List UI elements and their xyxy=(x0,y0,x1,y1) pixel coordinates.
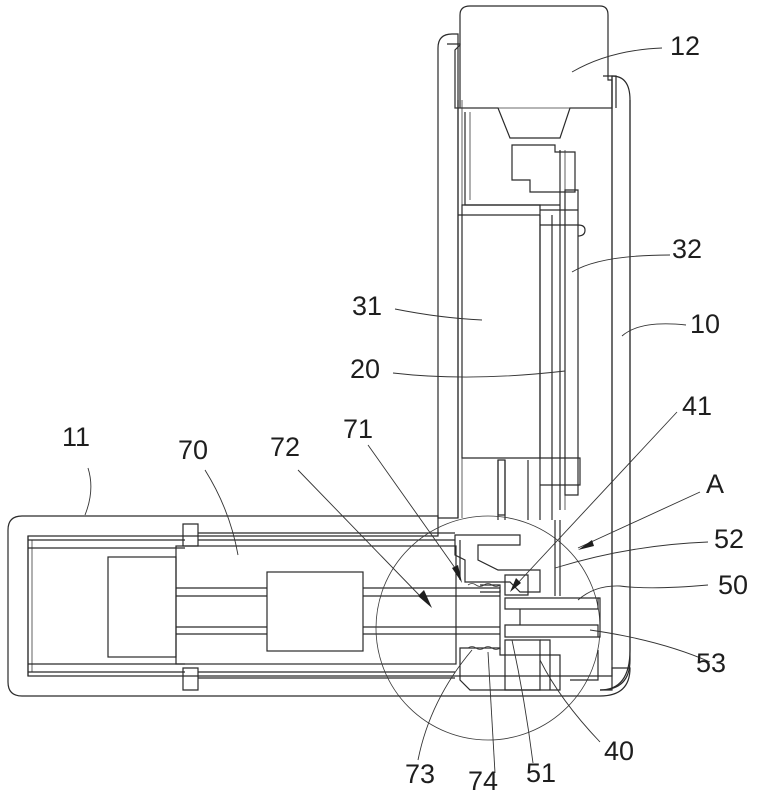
housing-top-wall xyxy=(7,515,631,697)
label-10: 10 xyxy=(690,309,720,339)
label-40: 40 xyxy=(604,736,634,766)
label-12: 12 xyxy=(670,31,700,61)
leader-lines xyxy=(84,47,711,774)
cap-12 xyxy=(447,5,617,139)
leader-11 xyxy=(84,467,92,516)
leader-70 xyxy=(204,469,239,556)
arrow-A xyxy=(578,540,594,550)
label-51: 51 xyxy=(526,758,556,788)
label-31: 31 xyxy=(352,291,382,321)
label-73: 73 xyxy=(405,759,435,789)
leader-71 xyxy=(367,444,461,576)
piston-assembly-70 xyxy=(107,545,500,665)
leader-72 xyxy=(297,469,423,599)
label-50: 50 xyxy=(718,570,748,600)
leader-73 xyxy=(417,649,473,761)
leader-41 xyxy=(515,411,678,586)
label-72: 72 xyxy=(270,432,300,462)
label-71: 71 xyxy=(343,414,373,444)
label-32: 32 xyxy=(672,234,702,264)
leader-74 xyxy=(487,651,496,774)
arrowheads xyxy=(418,540,594,608)
housing-right-wall xyxy=(599,75,631,691)
leader-53 xyxy=(589,629,711,663)
leader-51 xyxy=(511,639,534,764)
label-53: 53 xyxy=(696,648,726,678)
arrow-71 xyxy=(452,565,462,583)
leader-31 xyxy=(394,308,483,321)
reference-labels: 12 32 31 10 20 41 11 70 72 71 A 52 50 53… xyxy=(62,31,748,796)
detail-a-circle xyxy=(375,515,601,741)
label-70: 70 xyxy=(178,435,208,465)
core-block-31 xyxy=(458,204,541,459)
leader-32 xyxy=(571,254,671,273)
leader-40 xyxy=(539,659,601,743)
leader-A xyxy=(577,491,701,549)
cap-body xyxy=(454,5,613,139)
upper-internals xyxy=(464,112,586,510)
leader-10 xyxy=(621,323,687,337)
label-74: 74 xyxy=(468,766,498,796)
leader-50 xyxy=(577,584,709,601)
label-52: 52 xyxy=(714,524,744,554)
label-20: 20 xyxy=(350,354,380,384)
leader-52 xyxy=(554,541,709,569)
detail-a-region xyxy=(375,515,601,741)
horizontal-housing-11 xyxy=(7,515,631,697)
arrow-41 xyxy=(510,578,521,592)
leader-20 xyxy=(392,370,566,378)
label-A: A xyxy=(706,469,724,499)
arrow-72 xyxy=(418,590,432,608)
label-11: 11 xyxy=(62,422,90,452)
leader-12 xyxy=(571,47,663,73)
inner-tube-20 xyxy=(497,215,581,520)
label-41: 41 xyxy=(682,391,712,421)
